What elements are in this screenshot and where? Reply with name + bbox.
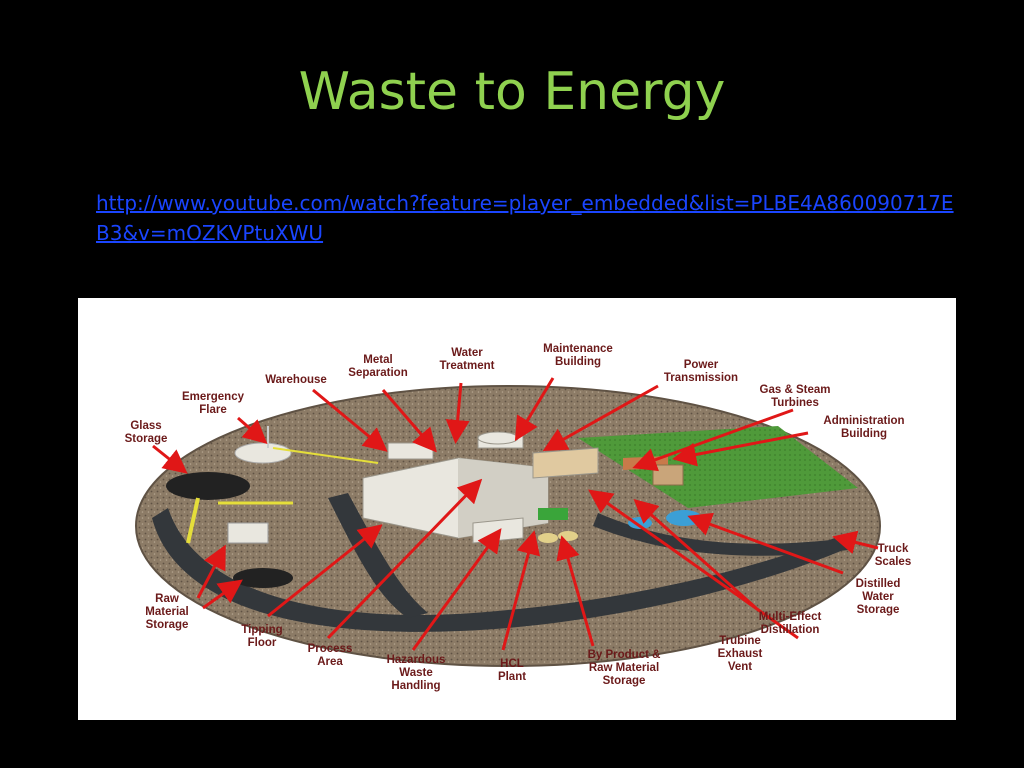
callout-arrows xyxy=(152,377,879,651)
site-road xyxy=(152,508,848,632)
glass-storage-pond xyxy=(166,472,250,500)
label-warehouse: Warehouse xyxy=(265,374,327,386)
video-link[interactable]: http://www.youtube.com/watch?feature=pla… xyxy=(96,191,954,245)
lawn xyxy=(578,426,858,508)
slide-title: Waste to Energy xyxy=(298,62,726,122)
